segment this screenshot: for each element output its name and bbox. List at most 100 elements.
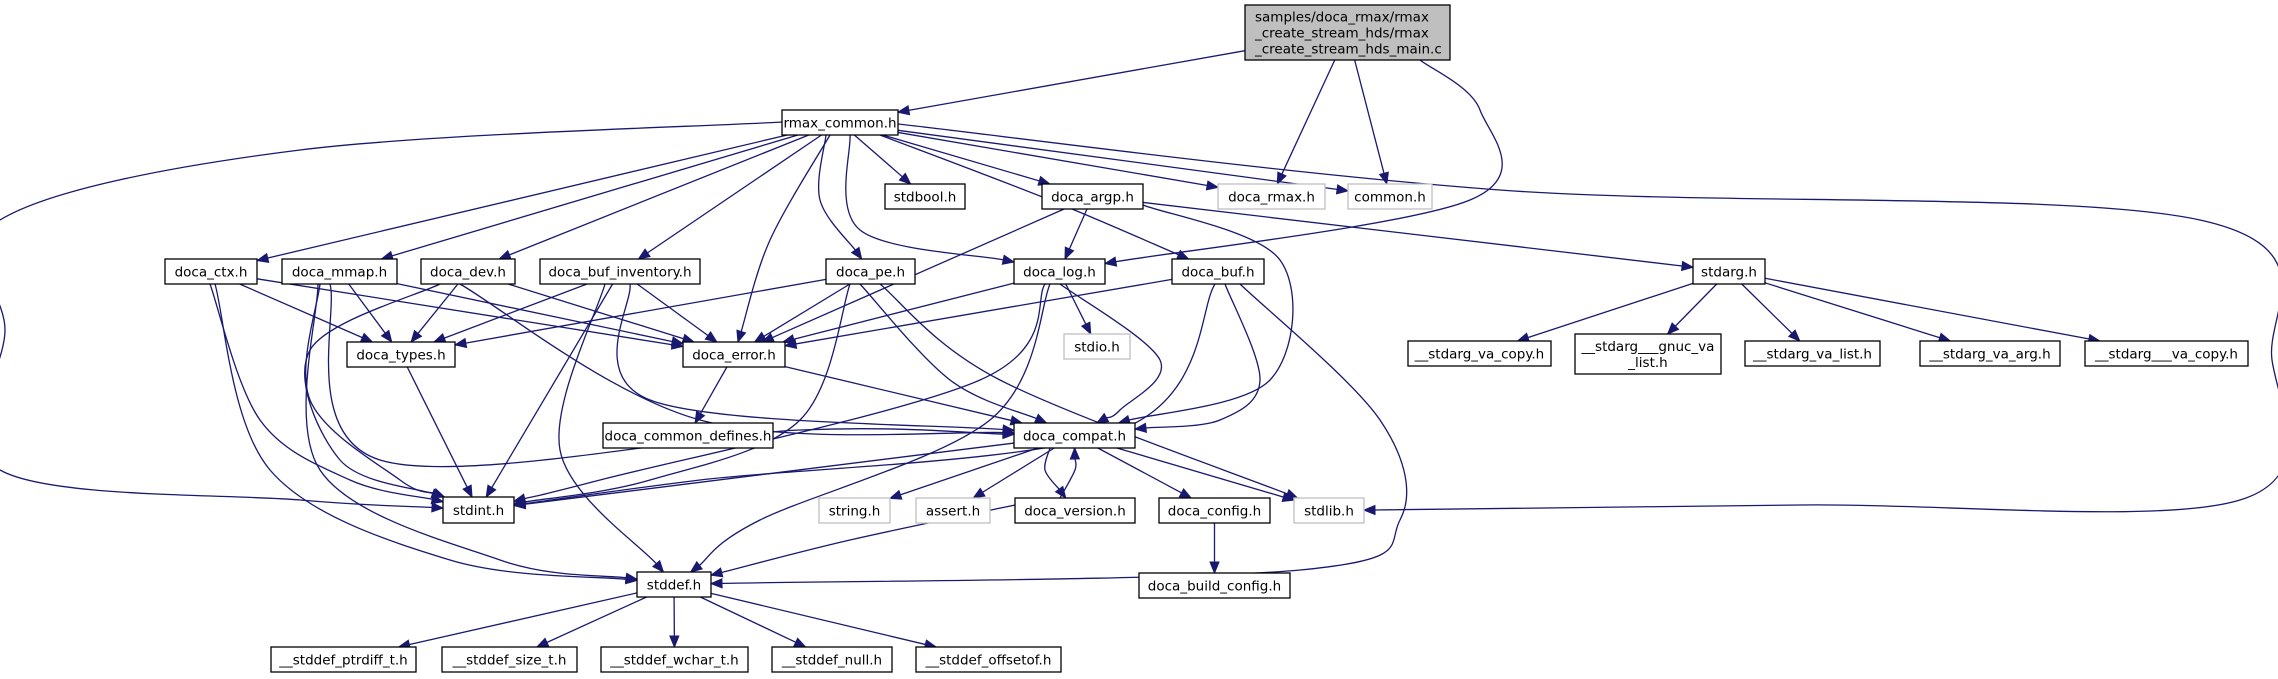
edge-doca-argp-to-doca-log (1064, 208, 1088, 261)
edge-doca-buf-to-stddef (709, 283, 1408, 589)
node-label: stdlib.h (1304, 504, 1354, 520)
node-box (825, 258, 916, 285)
node-doca-log[interactable]: doca_log.h (1013, 258, 1106, 285)
edge-doca-types-to-stdint (406, 366, 473, 499)
edge-doca-log-to-stdio (1065, 283, 1092, 336)
node-doca-buf[interactable]: doca_buf.h (1171, 258, 1265, 285)
node-stddef-size-t[interactable]: __stddef_size_t.h (441, 646, 578, 673)
node-label: rmax_common.h (783, 116, 896, 132)
arrowhead-icon (410, 329, 423, 344)
node-doca-common-defines[interactable]: doca_common_defines.h (602, 422, 774, 449)
edge-line (720, 283, 1408, 585)
node-label: doca_buf_inventory.h (548, 265, 691, 281)
edge-line (700, 596, 797, 644)
arrowhead-icon (1205, 180, 1220, 191)
node-stdarg-va-copy[interactable]: __stdarg_va_copy.h (1407, 340, 1552, 367)
node-stddef-null[interactable]: __stddef_null.h (771, 646, 893, 673)
edge-rmax-common-to-doca-pe (817, 134, 863, 261)
node-stdint[interactable]: stdint.h (442, 496, 515, 524)
edge-line (1127, 204, 1294, 421)
edge-line (304, 283, 441, 495)
node-stdio: stdio.h (1063, 333, 1131, 360)
edge-rmax-common-to-stdint (0, 121, 783, 513)
node-stddef-offsetof[interactable]: __stddef_offsetof.h (915, 646, 1062, 673)
node-doca-error[interactable]: doca_error.h (682, 341, 786, 368)
node-doca-types[interactable]: doca_types.h (346, 341, 456, 368)
node-label: doca_config.h (1168, 504, 1261, 520)
node-doca-pe[interactable]: doca_pe.h (825, 258, 916, 285)
node-label: doca_buf.h (1181, 265, 1254, 281)
node-box (915, 497, 991, 524)
node-box (636, 571, 712, 598)
arrowhead-icon (485, 484, 497, 499)
edge-rmax-common-to-doca-dev (497, 134, 810, 260)
edge-rmax-common-to-stdlib (897, 123, 2278, 516)
arrowhead-icon (1178, 487, 1193, 499)
node-box (2084, 340, 2249, 367)
node-label: doca_error.h (692, 348, 776, 364)
edge-line (981, 447, 1055, 494)
node-stdarg-gnuc-va-list[interactable]: __stdarg___gnuc_va_list.h (1574, 333, 1722, 375)
node-stdarg-va-list[interactable]: __stdarg_va_list.h (1744, 340, 1881, 367)
edge-line (771, 208, 1065, 339)
edge-doca-log-to-doca-error (781, 282, 1015, 345)
edge-line (853, 134, 904, 178)
node-doca-mmap[interactable]: doca_mmap.h (281, 258, 398, 285)
arrowhead-icon (1095, 412, 1110, 424)
edge-line (523, 283, 851, 503)
node-stdbool[interactable]: stdbool.h (884, 183, 966, 210)
node-stddef-ptrdiff-t[interactable]: __stddef_ptrdiff_t.h (270, 646, 417, 673)
arrowhead-icon (1069, 446, 1081, 460)
edge-doca-log-to-doca-compat (1059, 283, 1163, 424)
node-rmax-common[interactable]: rmax_common.h (781, 109, 899, 136)
edge-line (1097, 447, 1183, 494)
node-box (1244, 4, 1451, 61)
edge-line (523, 283, 1216, 505)
node-stdarg[interactable]: stdarg.h (1692, 258, 1766, 285)
node-doca-buf-inventory[interactable]: doca_buf_inventory.h (539, 258, 701, 285)
node-doca-compat[interactable]: doca_compat.h (1013, 422, 1136, 449)
arrowhead-icon (497, 249, 512, 260)
arrowhead-icon (753, 331, 768, 343)
edge-doca-version-to-doca-compat (1059, 446, 1081, 499)
arrowhead-icon (783, 338, 798, 349)
node-stdarg---va-copy[interactable]: __stdarg___va_copy.h (2084, 340, 2249, 367)
edge-doca-buf-inventory-to-doca-error (636, 283, 718, 343)
arrowhead-icon (1103, 256, 1118, 267)
node-box (1407, 340, 1552, 367)
node-stdarg-va-arg[interactable]: __stdarg_va_arg.h (1919, 340, 2061, 367)
node-box (441, 646, 578, 673)
edge-doca-argp-to-stdarg (1142, 201, 1695, 272)
edge-line (305, 283, 436, 495)
edge-line (266, 134, 788, 259)
node-label: doca_pe.h (836, 265, 905, 281)
node-box (1293, 497, 1365, 524)
edge-doca-compat-to-doca-version (1044, 447, 1067, 500)
edge-line (239, 283, 364, 339)
arrowhead-icon (1680, 260, 1695, 272)
arrowhead-icon (1064, 246, 1075, 261)
edge-line (1114, 59, 1503, 263)
node-box (1041, 183, 1144, 210)
edge-doca-ctx-to-stdint (209, 283, 445, 505)
node-doca-ctx[interactable]: doca_ctx.h (164, 258, 258, 285)
node-doca-dev[interactable]: doca_dev.h (420, 258, 516, 285)
node-stddef-wchar-t[interactable]: __stddef_wchar_t.h (600, 646, 749, 673)
node-string: string.h (818, 497, 891, 524)
node-stddef[interactable]: stddef.h (636, 571, 712, 598)
edge-doca-buf-to-doca-compat (1133, 283, 1261, 434)
node-box (1014, 497, 1136, 524)
node-common: common.h (1347, 183, 1433, 210)
node-doca-argp[interactable]: doca_argp.h (1041, 183, 1144, 210)
node-box (1013, 258, 1106, 285)
edge-rmax-common-to-doca-buf-inventory (637, 134, 822, 260)
node-doca-version[interactable]: doca_version.h (1014, 497, 1136, 524)
arrowhead-icon (689, 560, 704, 573)
node-box (281, 258, 398, 285)
arrowhead-icon (359, 332, 374, 343)
node-doca-config[interactable]: doca_config.h (1158, 497, 1271, 524)
node-doca-build-config[interactable]: doca_build_config.h (1138, 572, 1291, 599)
node-box (346, 341, 456, 368)
edge-doca-argp-to-doca-compat (1117, 204, 1294, 425)
node-label: __stddef_wchar_t.h (609, 653, 739, 669)
